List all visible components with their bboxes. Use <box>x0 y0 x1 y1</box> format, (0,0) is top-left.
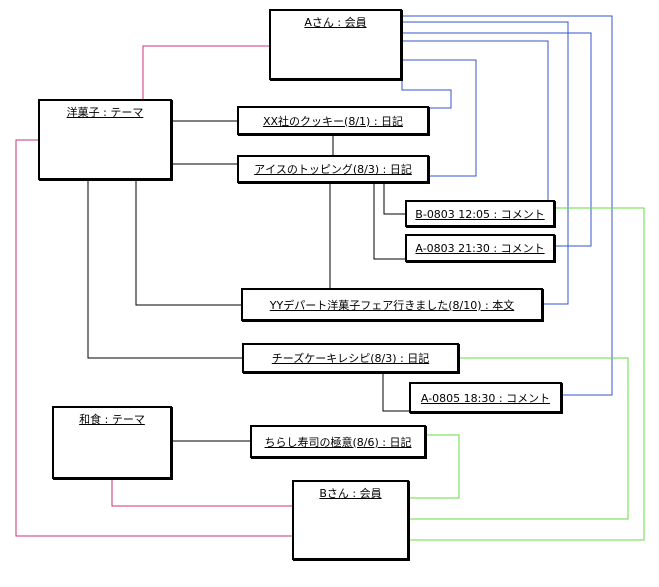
theme-washoku-label: 和食 : テーマ <box>79 413 145 426</box>
diary-cheesecake-box[interactable]: チーズケーキレシピ(8/3) : 日記 <box>242 343 459 373</box>
connector-black-theme-body <box>135 180 241 306</box>
body-yy-label: YYデパート洋菓子フェア行きました(8/10) : 本文 <box>269 298 515 312</box>
connector-pink-memberB-washoku <box>111 479 292 507</box>
connector-blue-a-cookie <box>401 80 452 109</box>
connector-pink-memberA-yogashi <box>142 45 269 99</box>
connector-black-ice-commenta <box>373 183 405 260</box>
body-yy-box[interactable]: YYデパート洋菓子フェア行きました(8/10) : 本文 <box>241 288 543 321</box>
diary-cookie-box[interactable]: XX社のクッキー(8/1) : 日記 <box>237 106 429 135</box>
comment-a-0803-label: A-0803 21:30 : コメント <box>415 242 545 255</box>
theme-yogashi-box[interactable]: 洋菓子 : テーマ <box>38 99 172 180</box>
connector-black-theme-cheesecake <box>87 180 242 359</box>
member-a-box[interactable]: Aさん : 会員 <box>269 9 402 80</box>
diary-cookie-label: XX社のクッキー(8/1) : 日記 <box>262 114 404 128</box>
theme-yogashi-label: 洋菓子 : テーマ <box>66 106 144 119</box>
member-b-box[interactable]: Bさん : 会員 <box>292 480 409 560</box>
member-a-label: Aさん : 会員 <box>304 16 367 29</box>
diary-ice-label: アイスのトッピング(8/3) : 日記 <box>254 163 412 176</box>
diary-chirashi-label: ちらし寿司の極意(8/6) : 日記 <box>264 435 412 449</box>
theme-washoku-box[interactable]: 和食 : テーマ <box>52 406 172 479</box>
comment-a-0805-box[interactable]: A-0805 18:30 : コメント <box>409 382 562 413</box>
comment-b-0803-box[interactable]: B-0803 12:05 : コメント <box>405 200 555 227</box>
connector-black-cheesecake-comment <box>382 373 409 412</box>
comment-a-0803-box[interactable]: A-0803 21:30 : コメント <box>405 234 555 262</box>
diary-chirashi-box[interactable]: ちらし寿司の極意(8/6) : 日記 <box>250 425 426 458</box>
diary-ice-box[interactable]: アイスのトッピング(8/3) : 日記 <box>237 155 429 183</box>
connector-black-ice-commentb <box>383 183 405 215</box>
comment-b-0803-label: B-0803 12:05 : コメント <box>415 207 545 221</box>
diary-cheesecake-label: チーズケーキレシピ(8/3) : 日記 <box>271 352 430 365</box>
member-b-label: Bさん : 会員 <box>319 487 382 500</box>
comment-a-0805-label: A-0805 18:30 : コメント <box>420 391 551 405</box>
